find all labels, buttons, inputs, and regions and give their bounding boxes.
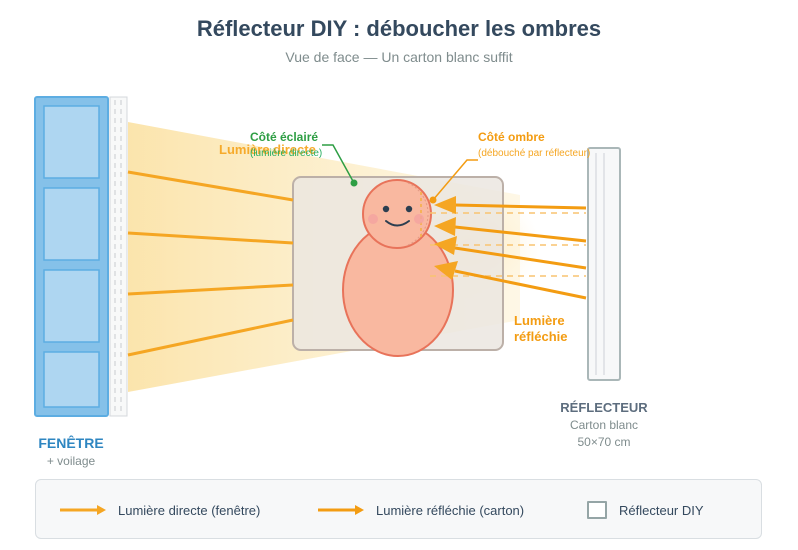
reflected-light-arrows bbox=[454, 203, 587, 300]
legend-reflected-arrow-icon bbox=[318, 505, 364, 515]
legend-reflector-label: Réflecteur DIY bbox=[619, 502, 704, 518]
reflector-sublabel-1: Carton blanc bbox=[570, 418, 638, 432]
reflector-board bbox=[587, 147, 621, 381]
page-subtitle: Vue de face — Un carton blanc suffit bbox=[285, 49, 513, 65]
reflected-light-label-2: réfléchie bbox=[514, 329, 567, 344]
shadow-side-note: (débouché par réflecteur) bbox=[478, 148, 590, 159]
legend-direct-arrow-icon bbox=[60, 505, 106, 515]
page-title: Réflecteur DIY : déboucher les ombres bbox=[196, 16, 602, 41]
legend-direct-label: Lumière directe (fenêtre) bbox=[118, 502, 261, 518]
reflector-label: RÉFLECTEUR bbox=[560, 400, 648, 415]
reflected-light-label-1: Lumière bbox=[514, 313, 565, 328]
legend-reflected-label: Lumière réfléchie (carton) bbox=[376, 502, 525, 518]
legend: Lumière directe (fenêtre) Lumière réfléc… bbox=[35, 479, 762, 539]
lit-side-dot bbox=[350, 179, 358, 187]
legend-item-reflected: Lumière réfléchie (carton) bbox=[318, 480, 524, 540]
direct-light-rays bbox=[127, 170, 294, 357]
lit-side-leader bbox=[322, 144, 355, 184]
reflector-sublabel-2: 50×70 cm bbox=[577, 435, 630, 449]
lit-side-label: Côté éclairé bbox=[250, 130, 318, 144]
shadow-side-leader bbox=[432, 159, 478, 201]
shadow-side-label: Côté ombre bbox=[478, 130, 545, 144]
direct-light-label: Lumière directe bbox=[219, 142, 316, 157]
subject-person bbox=[342, 179, 454, 357]
lit-side-note: (lumière directe) bbox=[250, 148, 322, 159]
curtain-voilage bbox=[109, 96, 128, 417]
window-label: FENÊTRE bbox=[38, 434, 103, 451]
reflected-arrowheads bbox=[434, 196, 458, 280]
shadow-side-dot bbox=[429, 196, 437, 204]
legend-reflector-swatch-icon bbox=[587, 501, 607, 519]
window-sublabel: + voilage bbox=[47, 454, 96, 468]
legend-item-direct: Lumière directe (fenêtre) bbox=[60, 480, 260, 540]
window bbox=[34, 96, 109, 417]
legend-item-reflector: Réflecteur DIY bbox=[587, 480, 704, 540]
